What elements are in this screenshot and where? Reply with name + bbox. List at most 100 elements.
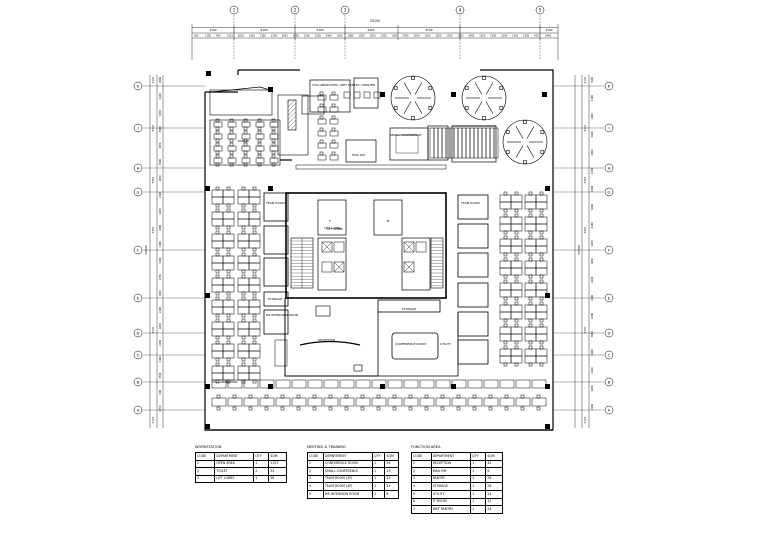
room-label-team-2: TEAM ROOM [460,201,480,205]
chair [331,103,336,108]
room-label-storage: STORAGE [268,297,282,301]
chair [215,357,220,362]
pod-chair [499,86,504,90]
grid-bubble-side [133,187,143,197]
dim-inner-right: 2400 [591,294,594,301]
desk [237,262,250,271]
chair [241,274,246,279]
desk [329,154,339,161]
grid-label-side: I [608,126,609,131]
desk [535,223,548,232]
upper-center-zone [295,77,497,170]
row-desk [435,379,451,389]
chair [215,162,220,167]
table-cell: 5 [306,489,325,499]
chair [331,91,336,96]
pod-chair [505,130,510,134]
chair [226,274,231,279]
pod-divider [414,101,423,114]
desk [211,299,224,308]
dim-inner-right: 2400 [591,367,594,374]
dim-inner-left: 1950 [159,142,162,149]
row-desk [211,379,227,389]
chair [514,208,519,213]
bottom-desk [467,397,483,407]
dim-inner-right: 2400 [591,185,594,192]
desk [510,348,523,357]
desk [211,306,224,315]
chair [226,318,231,323]
dim-detail-top: 3315 [227,35,234,38]
pod-divider [485,82,494,95]
table-cell: 12 [485,497,503,507]
chair [331,127,336,132]
table-cell: 1 [194,459,216,469]
desk [535,260,548,269]
desk [510,194,523,203]
desk [241,157,251,164]
dim-segment-top: 2100 [545,28,552,32]
chair [226,291,231,296]
desk [499,304,512,313]
chair [243,162,248,167]
chair [503,345,508,350]
dim-outer-left: 2400 [151,226,155,233]
grid-label-side: D [137,331,140,336]
desk [237,240,250,249]
desk [317,106,327,113]
chair [257,118,262,123]
chair [514,301,519,306]
dim-inner-left: 2400 [159,224,162,231]
desk [510,216,523,225]
table-cell: 4 [306,482,325,491]
chair [241,379,246,384]
desk [255,157,265,164]
table-cell: 1 [372,459,386,469]
row-desk [483,379,499,389]
grid-label-side: A [608,408,611,413]
chair [229,130,234,135]
desk [510,355,523,364]
chair [528,323,533,328]
row-desk [355,379,371,389]
chair [319,91,324,96]
bottom-chair [312,394,317,399]
desk [222,255,235,264]
dim-detail-top: 1950 [249,35,256,38]
upper-left-zone [209,86,325,166]
table-header-cell: CODE [306,452,325,461]
bottom-chair [392,406,397,411]
room-label-collab-2: COLLABORATION [212,380,237,384]
desk [248,218,261,227]
table-cell: 24 [485,505,503,514]
chair [229,126,234,131]
desk [237,189,250,198]
dim-inner-right: 2400 [591,113,594,120]
bottom-chair [440,406,445,411]
dim-detail-top: 1200 [457,35,464,38]
bottom-chair [216,394,221,399]
chair [243,154,248,159]
chair [539,274,544,279]
chair [241,269,246,274]
chair [243,150,248,155]
chair [226,296,231,301]
bottom-chair [328,394,333,399]
dim-detail-top: 1350 [205,35,212,38]
desk [510,333,523,342]
workstation-pods [390,75,548,165]
grid-label-side: F [608,248,610,253]
bottom-chair [248,394,253,399]
desk [222,240,235,249]
pod-chair [540,130,545,134]
row-desk [515,379,531,389]
table-cell: 3 [411,474,432,484]
chair [243,138,248,143]
